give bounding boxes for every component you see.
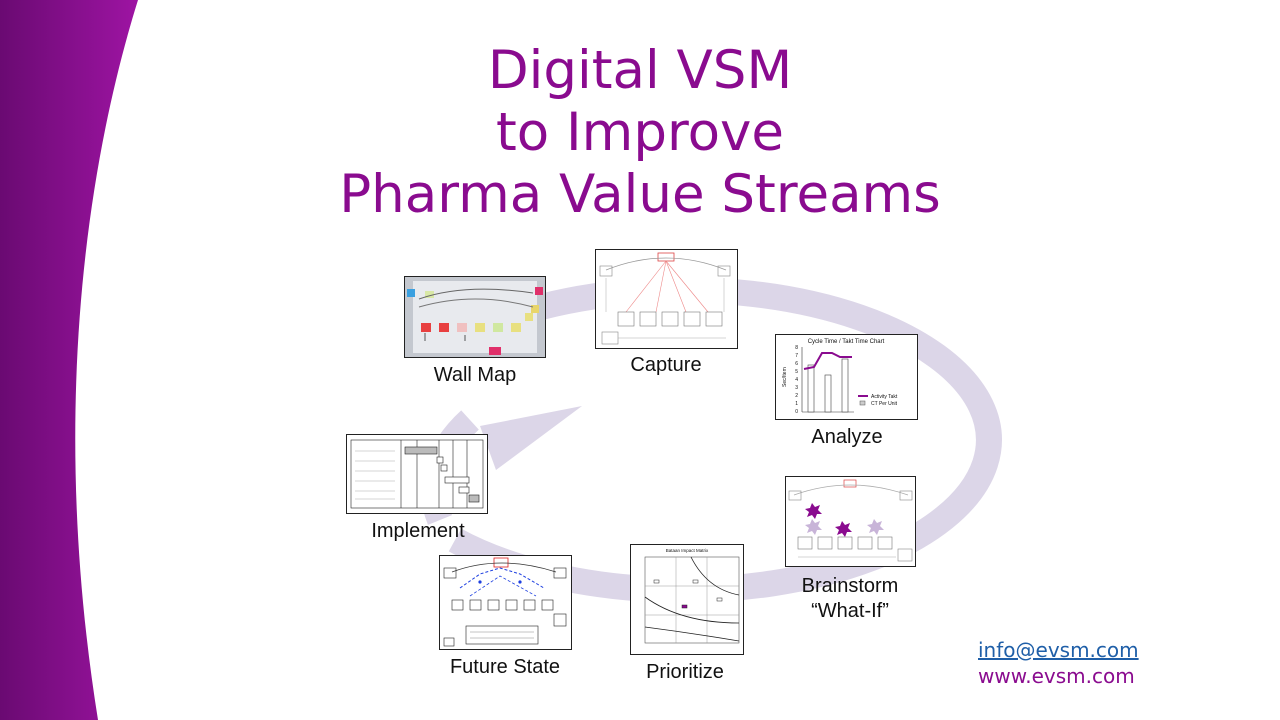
- step-label-implement: Implement: [371, 520, 465, 542]
- analyze-legend-ct: CT Per Unit: [871, 401, 898, 407]
- capture-thumbnail: [595, 249, 738, 349]
- prioritize-matrix-thumbnail: Bataan Impact Matrix: [630, 544, 744, 655]
- brainstorm-thumbnail: [785, 476, 916, 567]
- title-line-1: Digital VSM: [487, 40, 793, 101]
- implement-gantt-thumbnail: [346, 434, 488, 514]
- brainstorm-line-1: Brainstorm: [801, 575, 899, 597]
- analyze-y-tick: 2: [795, 393, 798, 399]
- step-label-future-state: Future State: [449, 656, 561, 678]
- analyze-legend-takt: Activity Takt: [871, 394, 898, 400]
- page-title: Digital VSM to Improve Pharma Value Stre…: [280, 40, 1000, 226]
- step-label-wall-map: Wall Map: [433, 364, 517, 386]
- analyze-y-tick: 1: [795, 401, 798, 407]
- analyze-chart-yticks: 8 7 6 5 4 3 2 1 0: [795, 345, 798, 415]
- title-line-2: to Improve: [496, 102, 784, 163]
- wall-map-thumbnail: [404, 276, 546, 358]
- step-label-brainstorm: Brainstorm “What-If”: [790, 574, 910, 624]
- email-link[interactable]: info@evsm.com: [978, 638, 1139, 662]
- brainstorm-line-2: “What-If”: [811, 600, 889, 622]
- analyze-y-tick: 6: [795, 361, 798, 367]
- analyze-y-tick: 3: [795, 385, 798, 391]
- prioritize-point: [653, 579, 660, 584]
- analyze-chart-ylabel: Sec/Item: [782, 367, 788, 387]
- analyze-takt-line: [803, 352, 852, 370]
- analyze-chart-title: Cycle Time / Takt Time Chart: [808, 339, 885, 345]
- step-label-analyze: Analyze: [811, 426, 883, 448]
- step-label-prioritize: Prioritize: [646, 661, 724, 683]
- analyze-y-tick: 5: [795, 369, 798, 375]
- analyze-y-tick: 0: [795, 409, 798, 415]
- prioritize-point: [681, 604, 688, 609]
- prioritize-point: [716, 597, 723, 602]
- prioritize-chart-title: Bataan Impact Matrix: [666, 548, 709, 553]
- prioritize-point: [692, 579, 699, 584]
- analyze-y-tick: 8: [795, 345, 798, 351]
- analyze-y-tick: 4: [795, 377, 798, 383]
- step-label-capture: Capture: [630, 354, 702, 376]
- analyze-bar: [841, 358, 849, 413]
- future-state-thumbnail: [439, 555, 572, 650]
- analyze-chart-thumbnail: Cycle Time / Takt Time Chart Sec/Item 8 …: [775, 334, 918, 420]
- analyze-y-tick: 7: [795, 353, 798, 359]
- analyze-bar: [807, 364, 815, 413]
- analyze-bar: [824, 374, 832, 413]
- title-line-3: Pharma Value Streams: [339, 164, 941, 225]
- website-text: www.evsm.com: [978, 664, 1135, 688]
